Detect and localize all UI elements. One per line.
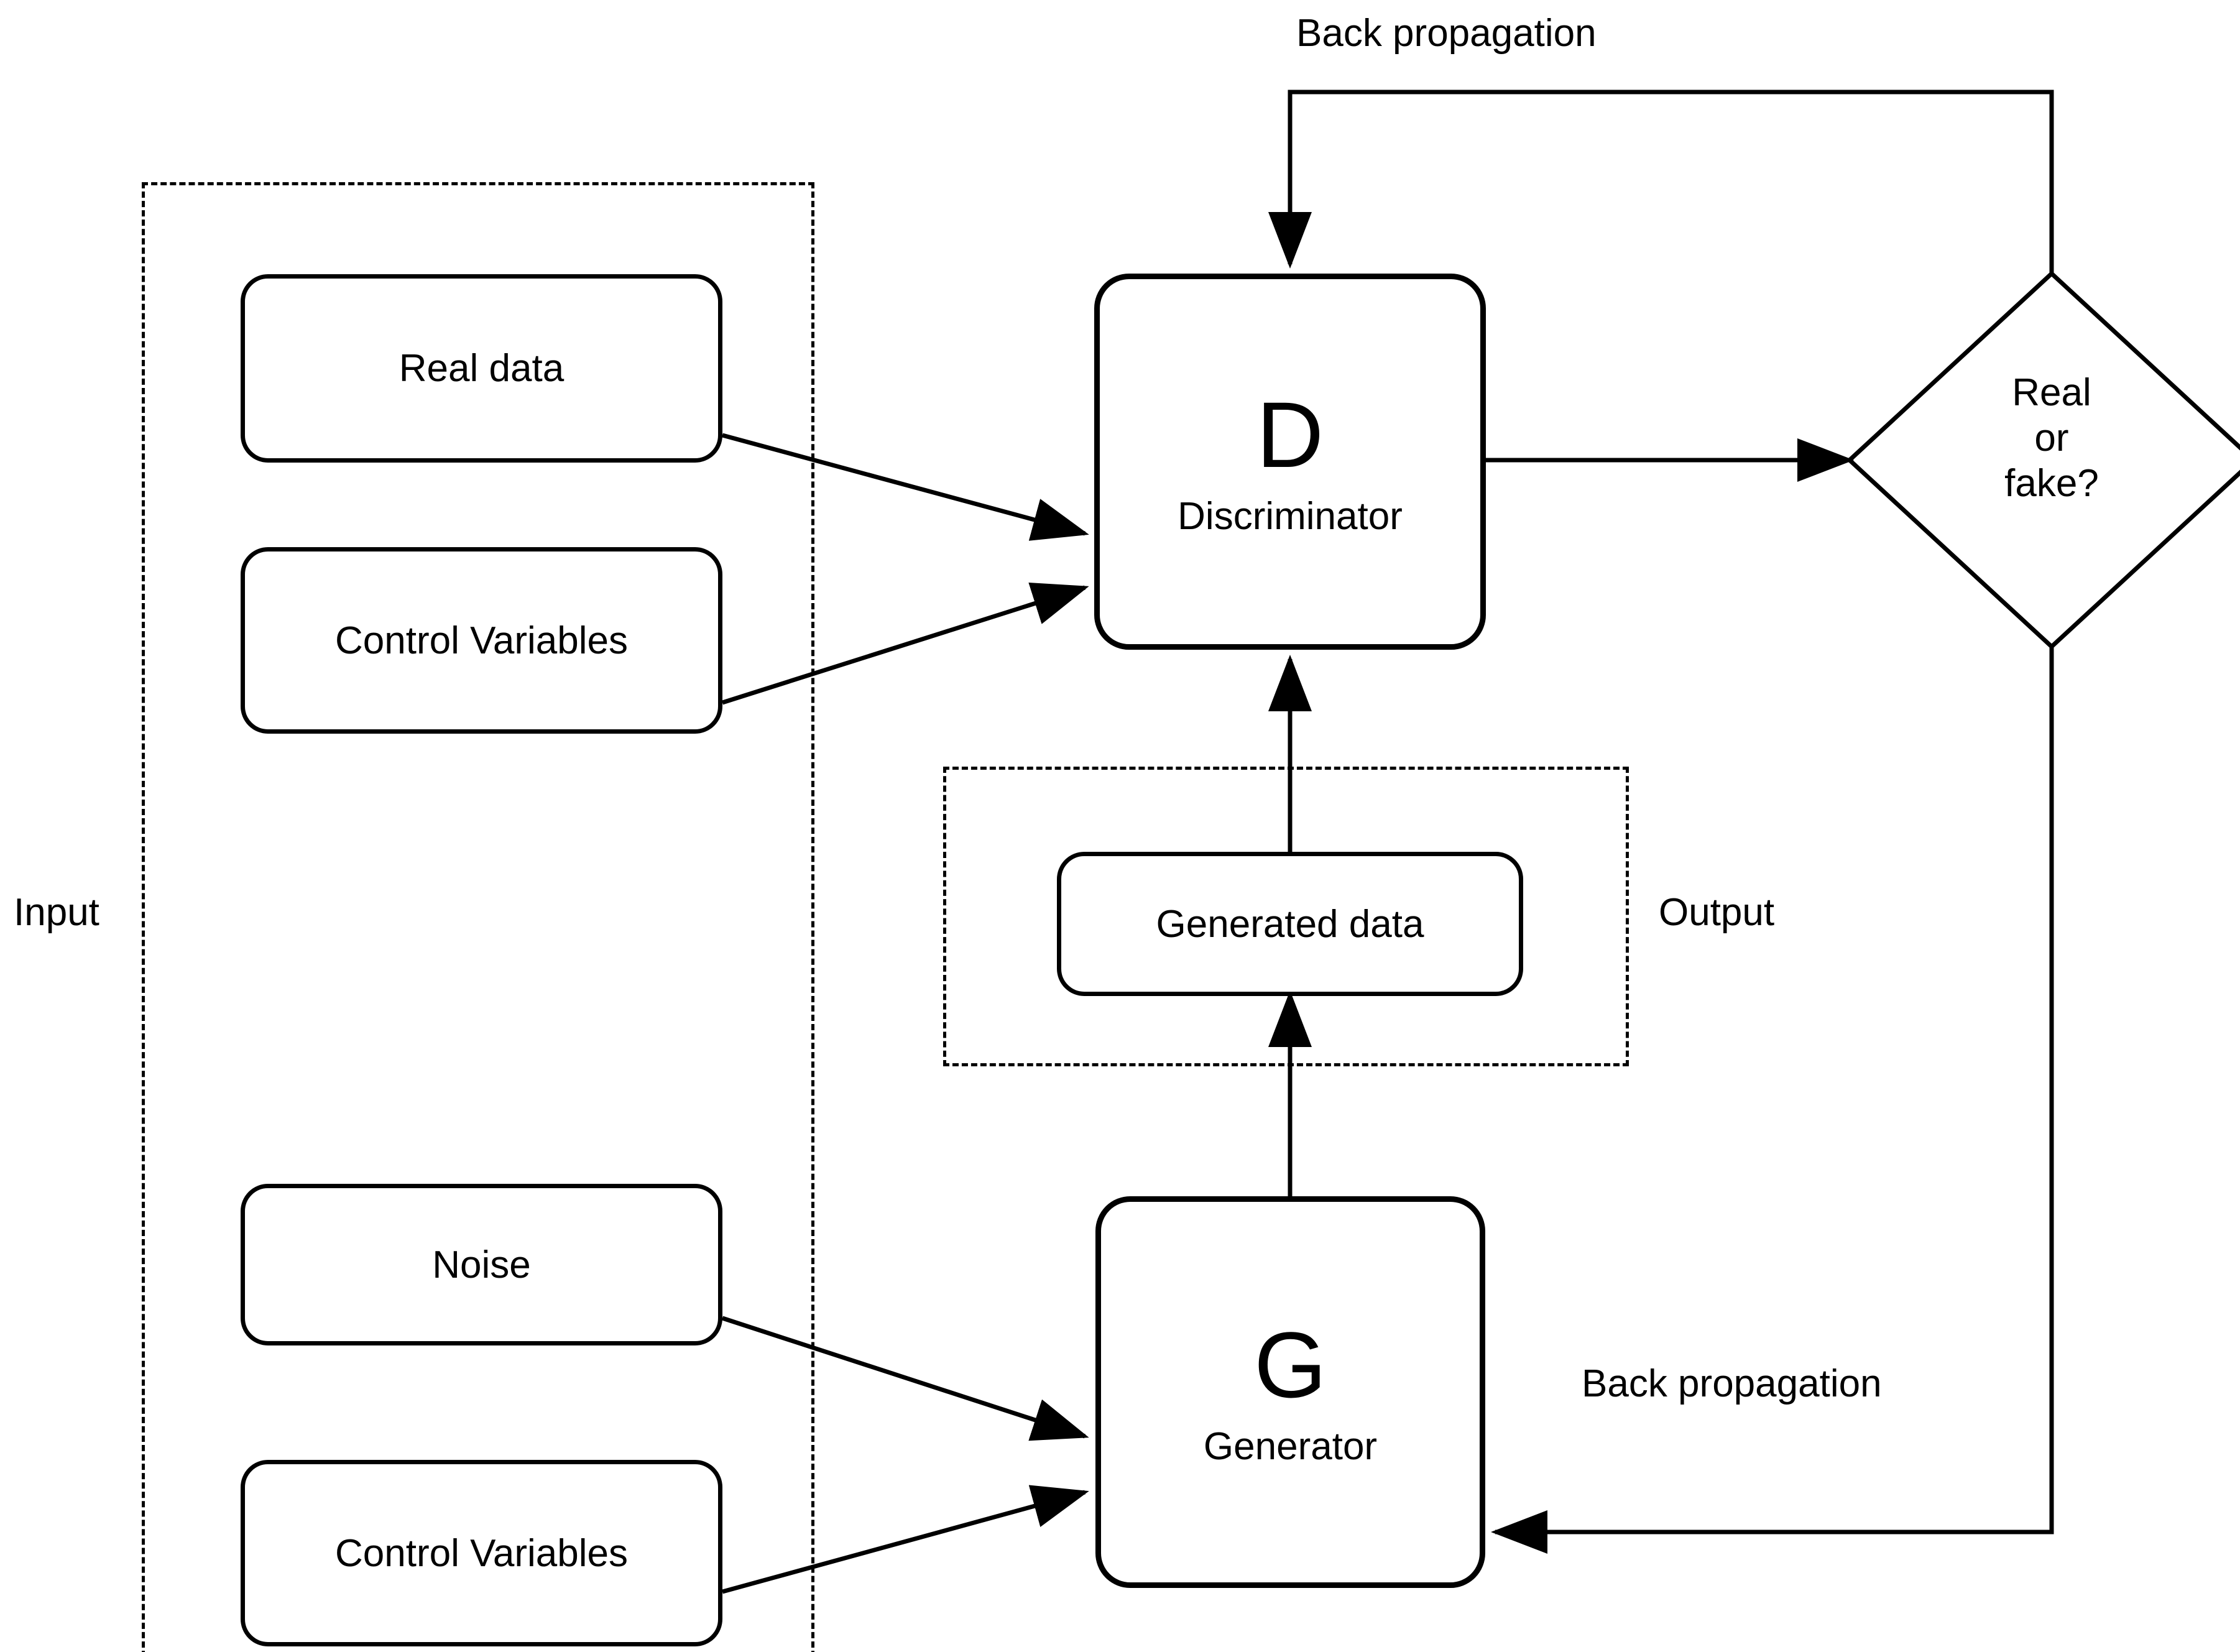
node-decision-line1: Real [2012, 371, 2091, 414]
node-noise-label: Noise [432, 1243, 531, 1286]
output-group-label: Output [1659, 891, 1775, 934]
node-generator[interactable]: G Generator [1095, 1196, 1485, 1588]
input-group-frame [142, 182, 814, 1652]
node-discriminator-name: Discriminator [1178, 494, 1403, 538]
node-control-variables-bottom-label: Control Variables [335, 1531, 628, 1575]
node-discriminator[interactable]: D Discriminator [1094, 274, 1486, 650]
node-control-variables-bottom[interactable]: Control Variables [241, 1460, 722, 1646]
node-decision-line3: fake? [2004, 462, 2099, 505]
node-control-variables-top[interactable]: Control Variables [241, 547, 722, 734]
node-generated-data-label: Generated data [1156, 902, 1424, 946]
edge-label-backprop-bottom: Back propagation [1582, 1362, 1882, 1405]
node-discriminator-letter: D [1256, 382, 1324, 487]
node-generated-data[interactable]: Generated data [1057, 852, 1523, 996]
node-decision-text: Real or fake? [1940, 370, 2164, 506]
node-control-variables-top-label: Control Variables [335, 619, 628, 662]
node-real-data[interactable]: Real data [241, 274, 722, 463]
input-group-label: Input [14, 891, 99, 934]
node-decision-line2: or [2034, 417, 2069, 460]
node-noise[interactable]: Noise [241, 1184, 722, 1345]
node-generator-letter: G [1254, 1313, 1327, 1417]
node-real-data-label: Real data [399, 347, 565, 390]
edge-label-backprop-top: Back propagation [1296, 12, 1597, 55]
node-generator-name: Generator [1203, 1425, 1378, 1468]
